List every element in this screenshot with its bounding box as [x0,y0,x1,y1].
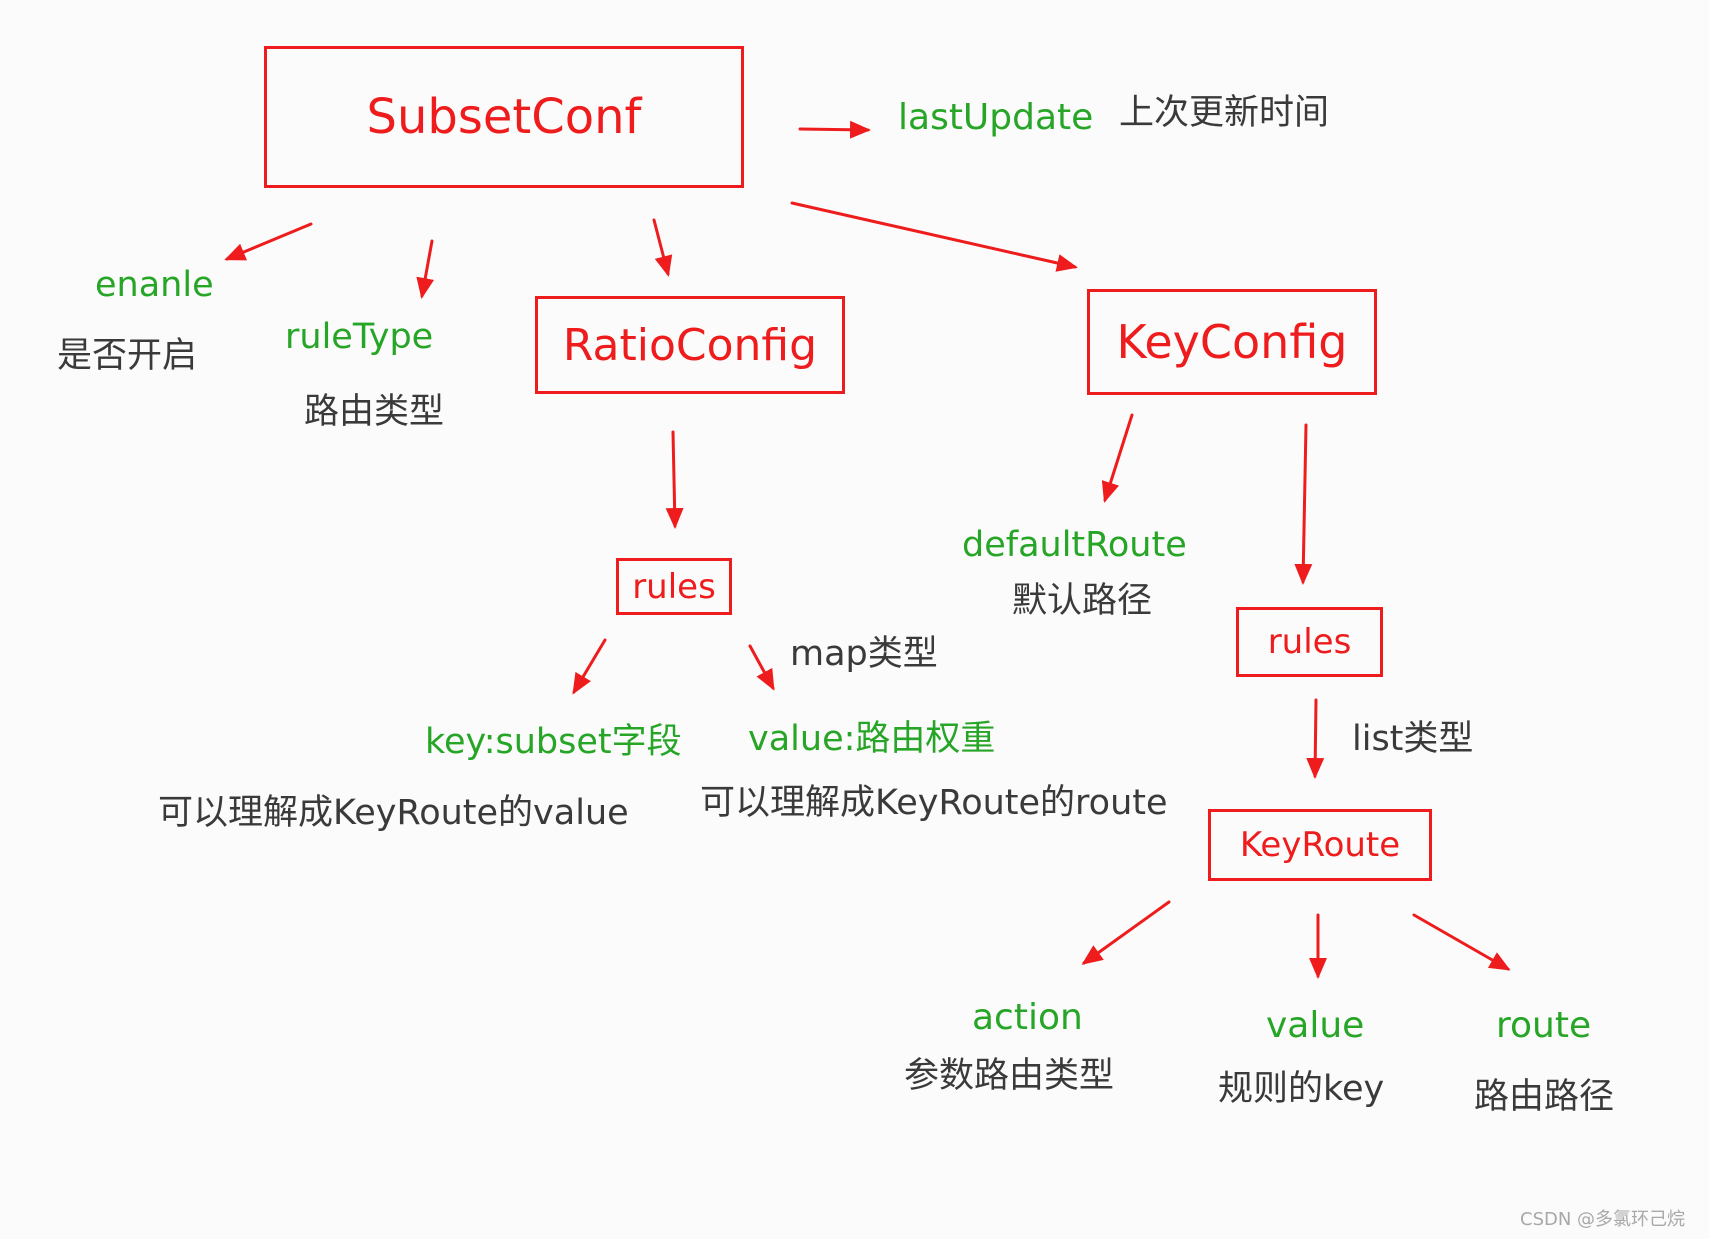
key-rules-label: rules [1267,622,1352,662]
arrow-to-enable [224,222,313,261]
ratio-key-desc: 可以理解成KeyRoute的value [158,793,629,833]
default-route-desc: 默认路径 [1012,581,1153,621]
arrow-to-ratio-rules [665,430,684,529]
rule-type-desc: 路由类型 [304,392,445,432]
action-name: action [972,997,1083,1038]
rule-type-name: ruleType [285,317,434,357]
key-config-box: KeyConfig [1087,289,1377,395]
arrow-to-key-rules [1294,423,1313,585]
arrow-to-route [1412,913,1511,971]
arrow-to-ratio-value [748,644,775,691]
route-desc: 路由路径 [1474,1077,1615,1117]
subset-conf-box: SubsetConf [264,46,744,188]
key-route-label: KeyRoute [1239,825,1401,865]
last-update-name: lastUpdate [898,97,1094,138]
ratio-config-box: RatioConfig [535,296,845,394]
ratio-rules-label: rules [632,566,716,607]
enable-desc: 是否开启 [57,336,198,376]
arrow-to-ratio-key [572,638,607,695]
arrow-to-last-update [798,120,871,139]
ratio-rules-box: rules [616,558,732,615]
arrow-to-key-route [1306,698,1325,779]
ratio-key-name: key:subset字段 [425,722,682,762]
last-update-desc: 上次更新时间 [1119,93,1330,133]
enable-name: enanle [95,265,214,305]
ratio-rules-type: map类型 [790,634,938,674]
csdn-watermark: CSDN @多氯环己烷 [1520,1209,1686,1230]
key-rules-box: rules [1236,607,1383,677]
key-rules-type: list类型 [1352,719,1474,759]
ratio-config-label: RatioConfig [562,319,818,371]
arrow-to-key-config [790,201,1078,272]
arrow-to-action [1081,900,1171,965]
key-route-box: KeyRoute [1208,809,1432,881]
arrow-to-rule-type [416,239,435,299]
arrow-to-default-route [1101,413,1134,503]
subset-conf-label: SubsetConf [366,89,642,145]
ratio-value-name: value:路由权重 [748,719,996,759]
arrow-to-ratio-config [652,218,673,277]
key-config-label: KeyConfig [1116,315,1348,369]
ratio-value-desc: 可以理解成KeyRoute的route [700,783,1168,823]
default-route-name: defaultRoute [962,525,1187,565]
action-desc: 参数路由类型 [904,1056,1115,1096]
value-desc: 规则的key [1218,1069,1385,1109]
route-name: route [1496,1005,1592,1046]
value-name: value [1266,1005,1365,1046]
